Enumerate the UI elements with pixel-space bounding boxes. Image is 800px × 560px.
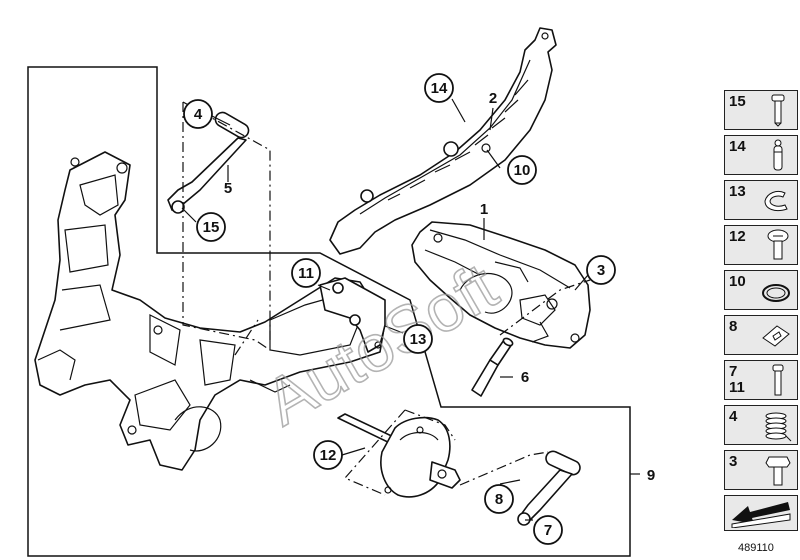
label-5: 5 [224, 180, 232, 197]
legend-item-3: 3 [724, 450, 798, 490]
alignment-lines [182, 101, 591, 496]
legend-item-8: 8 [724, 315, 798, 355]
legend-label: 10 [729, 273, 746, 290]
legend-label: 13 [729, 183, 746, 200]
legend-label: 12 [729, 228, 746, 245]
legend-item-7-11: 7 11 [724, 360, 798, 400]
svg-text:12: 12 [320, 447, 337, 464]
assembly-bracket-outline [27, 66, 631, 557]
pin-icon [773, 139, 783, 171]
pedal-support-frame [34, 151, 386, 471]
legend-label: 15 [729, 93, 746, 110]
callout-11: 11 [291, 258, 321, 288]
callout-13: 13 [403, 324, 433, 354]
spring-base-assembly [337, 413, 461, 498]
label-9: 9 [647, 467, 655, 484]
label-2: 2 [489, 90, 497, 107]
callout-14: 14 [424, 73, 454, 103]
pushrod [471, 337, 514, 397]
svg-text:3: 3 [597, 262, 605, 279]
legend-label: 14 [729, 138, 746, 155]
diagram-number: 489110 [738, 542, 774, 554]
screw-icon [767, 229, 789, 260]
svg-text:10: 10 [514, 162, 531, 179]
callout-4: 4 [183, 99, 213, 129]
hex-bolt-icon [765, 456, 791, 486]
legend-label: 3 [729, 453, 738, 470]
callout-15: 15 [196, 212, 226, 242]
callout-7: 7 [533, 515, 563, 545]
pedal-arm [329, 27, 557, 255]
svg-text:13: 13 [410, 331, 427, 348]
clip-icon [764, 190, 788, 212]
legend-item-15: 15 [724, 90, 798, 130]
spring-icon [765, 412, 792, 442]
lower-lever [517, 450, 581, 526]
bolt-icon [771, 94, 785, 127]
svg-text:4: 4 [194, 106, 203, 123]
svg-text:7: 7 [544, 522, 552, 539]
svg-text:15: 15 [203, 219, 220, 236]
plate-icon [762, 325, 790, 347]
svg-text:8: 8 [495, 491, 503, 508]
legend-arrow-cell [724, 495, 798, 531]
exploded-parts-diagram: AutoSoft 4 5 15 14 2 10 1 3 11 13 6 12 8 [27, 27, 655, 557]
label-6: 6 [521, 369, 529, 386]
circlip-icon [762, 284, 790, 302]
label-1: 1 [480, 201, 488, 218]
parts-legend: 15 14 13 12 10 [724, 90, 798, 536]
callout-8: 8 [484, 484, 514, 514]
small-bracket [319, 277, 386, 353]
legend-label: 7 11 [729, 363, 745, 396]
callout-3: 3 [586, 255, 616, 285]
legend-label: 4 [729, 408, 738, 425]
arrow-icon [731, 502, 791, 528]
callout-10: 10 [507, 155, 537, 185]
callout-12: 12 [313, 440, 343, 470]
rivet-icon [772, 364, 784, 396]
legend-item-10: 10 [724, 270, 798, 310]
legend-item-12: 12 [724, 225, 798, 265]
svg-text:14: 14 [431, 80, 448, 97]
legend-item-4: 4 [724, 405, 798, 445]
legend-item-14: 14 [724, 135, 798, 175]
legend-label: 8 [729, 318, 738, 335]
svg-text:11: 11 [298, 265, 314, 282]
leader-lines [181, 98, 589, 521]
legend-item-13: 13 [724, 180, 798, 220]
lever-part [167, 111, 250, 214]
actuator-housing [411, 221, 591, 349]
